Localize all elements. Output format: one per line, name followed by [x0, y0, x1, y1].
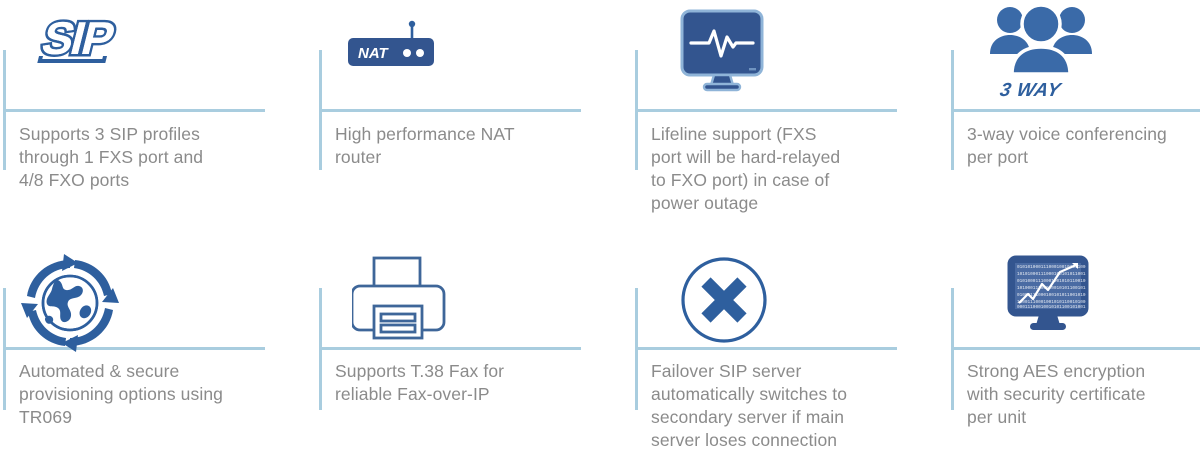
feature-caption: Strong AES encryption with security cert… — [967, 361, 1146, 427]
three-way-label: 3 WAY — [998, 80, 1064, 101]
svg-text:10100011100010010101100101: 10100011100010010101100101 — [1017, 286, 1086, 291]
monitor-binary-chart-icon: 01010100011100010010101100 1010100011100… — [966, 254, 1200, 350]
svg-text:SIP: SIP — [37, 13, 119, 64]
monitor-pulse-icon — [650, 2, 920, 102]
three-people-icon: 3 WAY — [966, 2, 1200, 102]
horizontal-divider — [635, 109, 897, 112]
feature-cell-nat-router: NAT High performance NAT router — [316, 0, 632, 240]
feature-caption: High performance NAT router — [335, 124, 515, 167]
feature-cell-failover-sip-server: Failover SIP server automatically switch… — [632, 240, 948, 469]
horizontal-divider — [319, 347, 581, 350]
feature-caption: Supports T.38 Fax for reliable Fax-over-… — [335, 361, 505, 404]
feature-caption: Supports 3 SIP profiles through 1 FXS po… — [19, 124, 204, 190]
svg-text:01010001110001001010110010: 01010001110001001010110010 — [1017, 279, 1086, 284]
svg-text:01000111000100101011001010: 01000111000100101011001010 — [1017, 293, 1086, 298]
svg-text:01010100011100010010101100: 01010100011100010010101100 — [1017, 265, 1086, 270]
horizontal-divider — [3, 347, 265, 350]
globe-arrows-icon — [18, 254, 288, 352]
horizontal-divider — [951, 347, 1200, 350]
svg-text:NAT: NAT — [358, 45, 390, 62]
feature-cell-sip-profiles: SIP SIP Supports 3 SIP profiles through … — [0, 0, 316, 240]
feature-cell-auto-provisioning: Automated & secure provisioning options … — [0, 240, 316, 469]
feature-cell-lifeline-support: Lifeline support (FXS port will be hard-… — [632, 0, 948, 240]
horizontal-divider — [3, 109, 265, 112]
nat-router-icon: NAT — [334, 2, 604, 102]
feature-caption: 3-way voice conferencing per port — [967, 124, 1167, 167]
svg-text:00011100010010101100101001: 00011100010010101100101001 — [1017, 305, 1086, 310]
horizontal-divider — [319, 109, 581, 112]
feature-cell-t38-fax: Supports T.38 Fax for reliable Fax-over-… — [316, 240, 632, 469]
horizontal-divider — [635, 347, 897, 350]
printer-fax-icon — [334, 254, 604, 350]
feature-caption: Automated & secure provisioning options … — [19, 361, 223, 427]
svg-text:10001110001001010110010100: 10001110001001010110010100 — [1017, 300, 1086, 305]
x-circle-icon — [650, 254, 920, 350]
svg-text:10101000111000100101011001: 10101000111000100101011001 — [1017, 272, 1086, 277]
feature-cell-three-way-conferencing: 3 WAY 3-way voice conferencing per port — [948, 0, 1200, 240]
horizontal-divider — [951, 109, 1200, 112]
feature-cell-aes-encryption: 01010100011100010010101100 1010100011100… — [948, 240, 1200, 469]
feature-caption: Lifeline support (FXS port will be hard-… — [651, 124, 841, 213]
feature-caption: Failover SIP server automatically switch… — [651, 361, 848, 450]
sip-logo-icon: SIP SIP — [18, 2, 288, 102]
